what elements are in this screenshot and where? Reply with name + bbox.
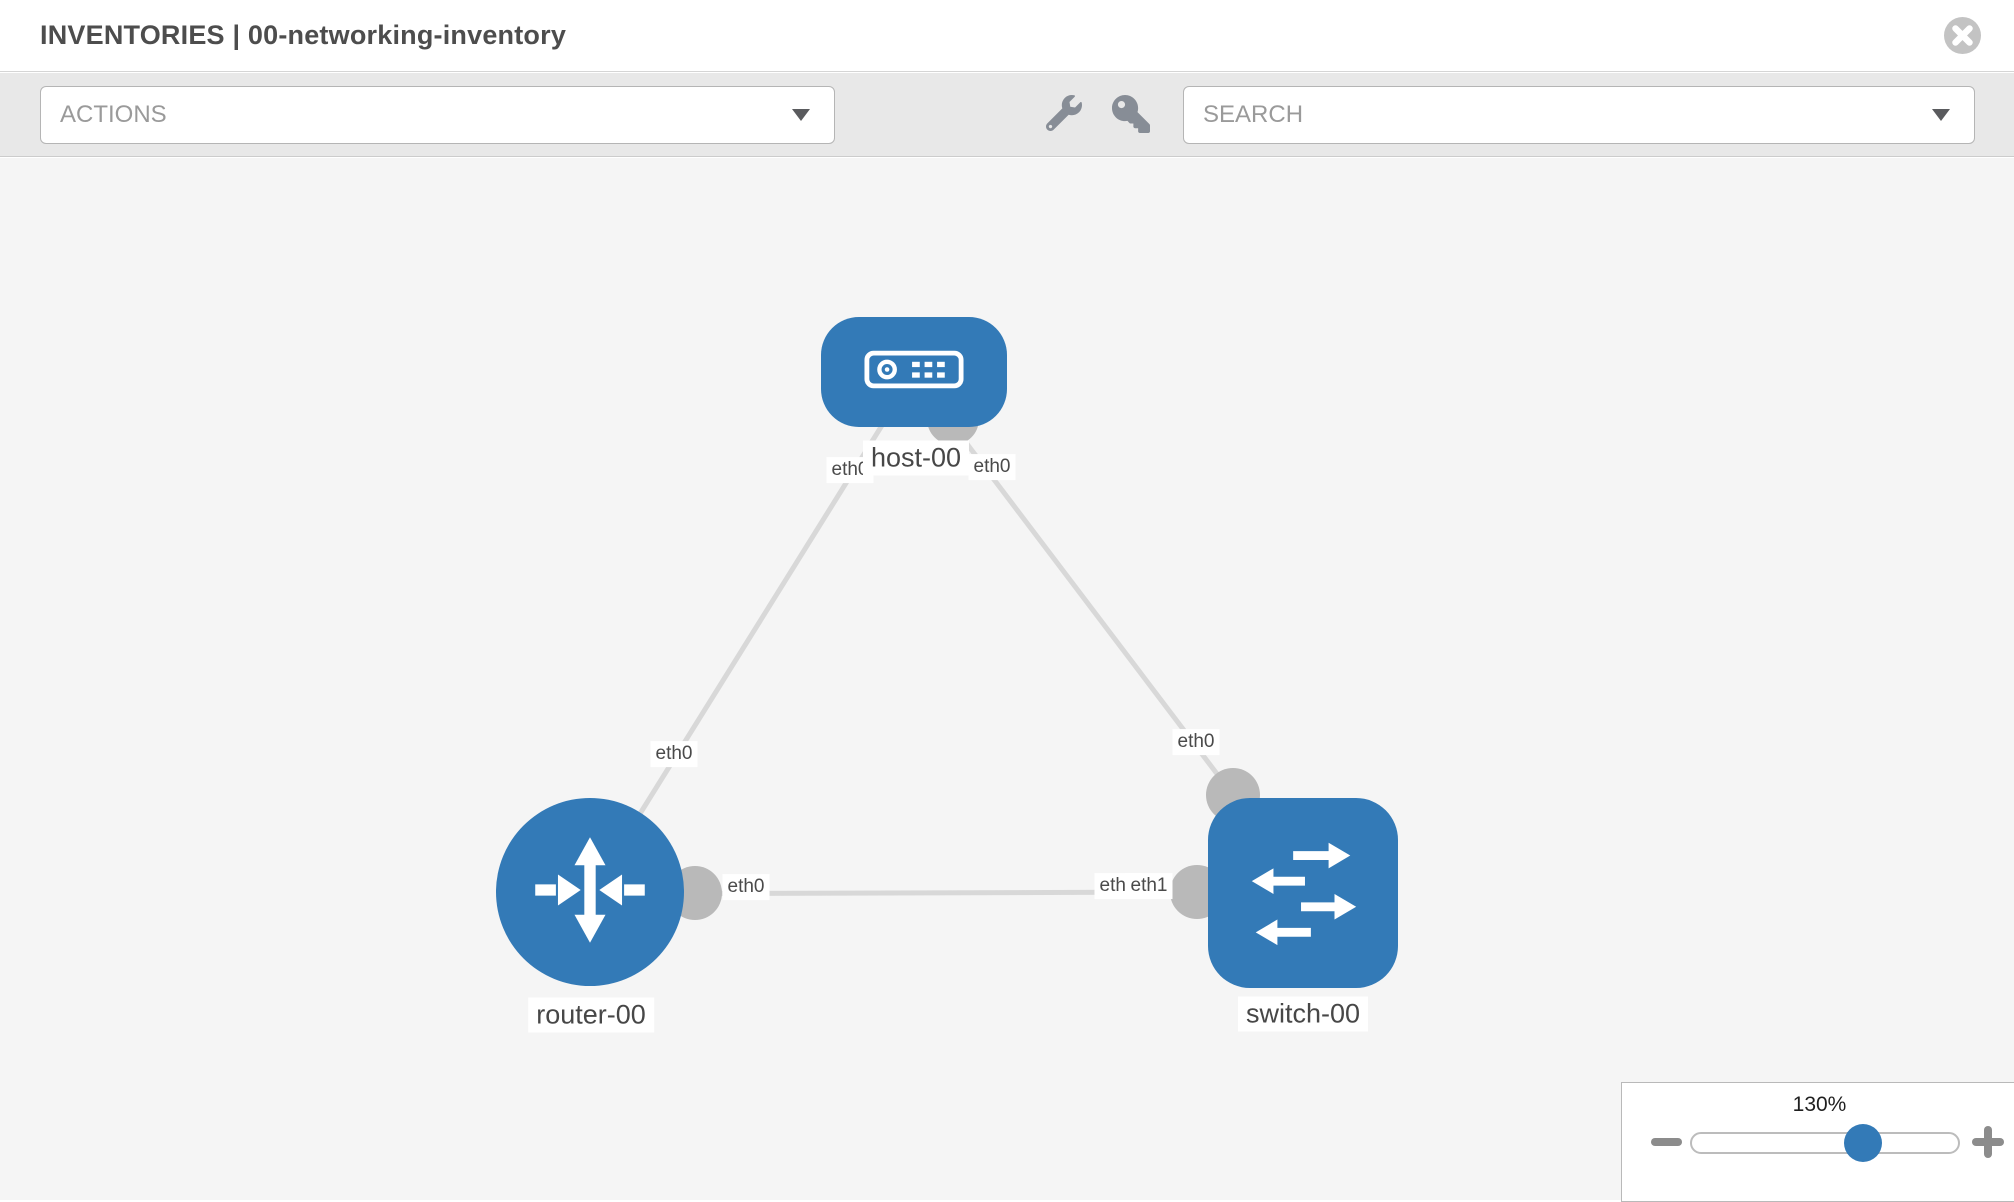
search-dropdown-label: SEARCH bbox=[1203, 101, 1304, 128]
server-icon bbox=[864, 350, 964, 394]
caret-down-icon bbox=[792, 109, 810, 121]
interface-label: eth0 bbox=[722, 874, 770, 900]
actions-dropdown[interactable]: ACTIONS bbox=[40, 86, 835, 144]
zoom-in-plus-icon[interactable] bbox=[1972, 1126, 2004, 1158]
zoom-slider-thumb[interactable] bbox=[1844, 1124, 1882, 1162]
router-arrows-icon bbox=[528, 828, 652, 957]
header: INVENTORIES | 00-networking-inventory bbox=[0, 0, 2014, 72]
wrench-icon[interactable] bbox=[1045, 95, 1086, 135]
page-title: INVENTORIES | 00-networking-inventory bbox=[40, 20, 567, 50]
topology-canvas[interactable]: eth0 eth0 eth0 eth0 eth0 eth0 eth1 host-… bbox=[0, 158, 2014, 1202]
actions-dropdown-label: ACTIONS bbox=[60, 101, 167, 128]
search-dropdown[interactable]: SEARCH bbox=[1183, 86, 1975, 144]
toolbar: ACTIONS SEARCH bbox=[0, 73, 2014, 157]
zoom-slider-track[interactable] bbox=[1690, 1132, 1960, 1154]
zoom-control-panel: 130% bbox=[1621, 1082, 2014, 1202]
caret-down-icon bbox=[1932, 109, 1950, 121]
interface-label: eth0 bbox=[650, 741, 698, 767]
node-label-switch: switch-00 bbox=[1237, 996, 1369, 1032]
node-router[interactable] bbox=[496, 798, 684, 986]
interface-label: eth0 bbox=[1172, 729, 1220, 755]
node-host[interactable] bbox=[821, 317, 1007, 427]
interface-label: eth0 bbox=[968, 454, 1016, 480]
plus-bar bbox=[1984, 1126, 1992, 1158]
zoom-out-minus-icon[interactable] bbox=[1651, 1138, 1682, 1146]
topology-links-layer bbox=[587, 372, 1260, 920]
zoom-level-label: 130% bbox=[1792, 1093, 1847, 1116]
node-label-host: host-00 bbox=[862, 440, 970, 476]
close-icon[interactable] bbox=[1944, 17, 1981, 54]
node-switch[interactable] bbox=[1208, 798, 1398, 988]
key-icon[interactable] bbox=[1112, 95, 1152, 135]
node-label-router: router-00 bbox=[528, 997, 654, 1033]
interface-label: eth1 bbox=[1125, 873, 1173, 899]
switch-arrows-icon bbox=[1238, 826, 1368, 961]
